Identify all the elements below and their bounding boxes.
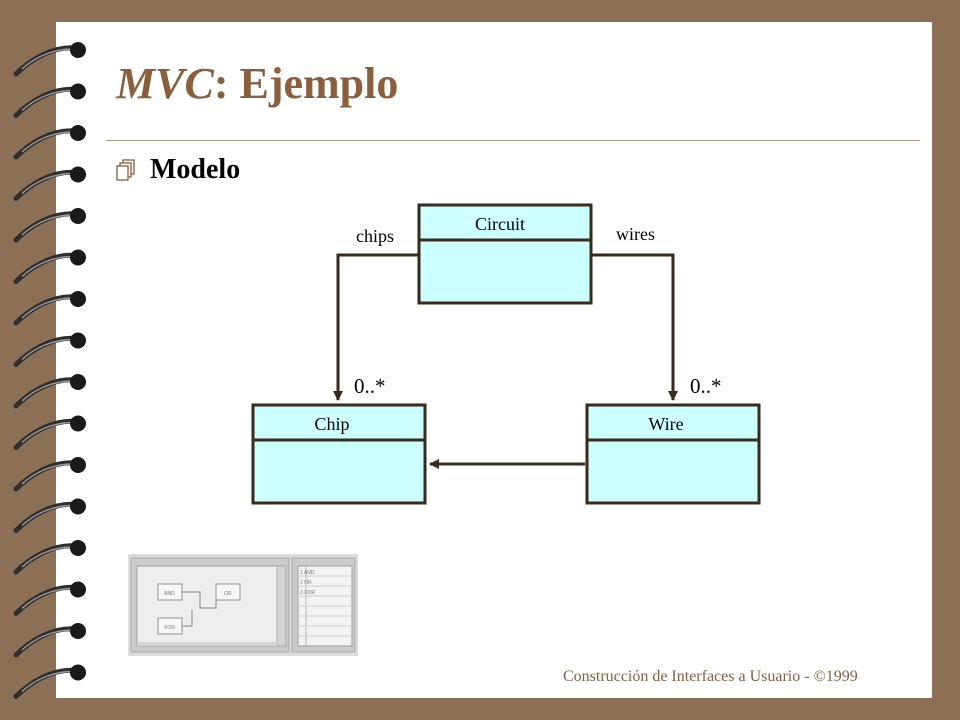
bullet-modelo: Modelo [150, 154, 241, 185]
title-rest: : Ejemplo [213, 59, 399, 108]
association-wires [591, 253, 678, 401]
class-circuit: Circuit [417, 203, 593, 305]
binding-ring [13, 457, 86, 492]
class-wire-name: Wire [648, 414, 683, 434]
thumbnail-list-item: 1 AND [300, 570, 315, 576]
binding-ring [13, 83, 86, 118]
class-wire: Wire [585, 403, 761, 505]
binding-ring [13, 42, 86, 77]
thumbnail-list-item: 2 OR [300, 580, 312, 586]
class-chip-name: Chip [314, 414, 349, 434]
binding-ring [13, 249, 86, 284]
binding-ring [13, 664, 86, 699]
spiral-binding [13, 42, 86, 699]
binding-ring [13, 415, 86, 450]
title-mvc: MVC [116, 59, 214, 108]
thumbnail-gate-xor: XOR [164, 625, 175, 631]
slide-title: MVC: Ejemplo [116, 58, 398, 109]
slide-footer: Construcción de Interfaces a Usuario - ©… [563, 668, 858, 685]
binding-ring [13, 125, 86, 160]
binding-ring [13, 374, 86, 409]
multiplicity-chips: 0..* [354, 374, 386, 398]
multiplicity-wires: 0..* [690, 374, 722, 398]
thumbnail-gate-and: AND [164, 591, 175, 597]
binding-ring [13, 291, 86, 326]
binding-ring [13, 332, 86, 367]
association-chips [333, 253, 419, 401]
class-chip: Chip [251, 403, 427, 505]
binding-ring [13, 208, 86, 243]
title-divider [106, 140, 920, 141]
binding-ring [13, 623, 86, 658]
thumbnail-gate-or: OR [224, 591, 232, 597]
thumbnail-list-item: 3 XOR [300, 590, 315, 596]
binding-ring [13, 540, 86, 575]
role-chips: chips [356, 226, 394, 246]
role-wires: wires [616, 224, 655, 244]
circuit-editor-thumbnail: AND OR XOR 1 AND 2 OR 3 XOR [128, 554, 358, 656]
bullet-icon [116, 159, 135, 181]
binding-ring [13, 498, 86, 533]
class-circuit-name: Circuit [475, 214, 525, 234]
binding-ring [13, 166, 86, 201]
binding-ring [13, 581, 86, 616]
